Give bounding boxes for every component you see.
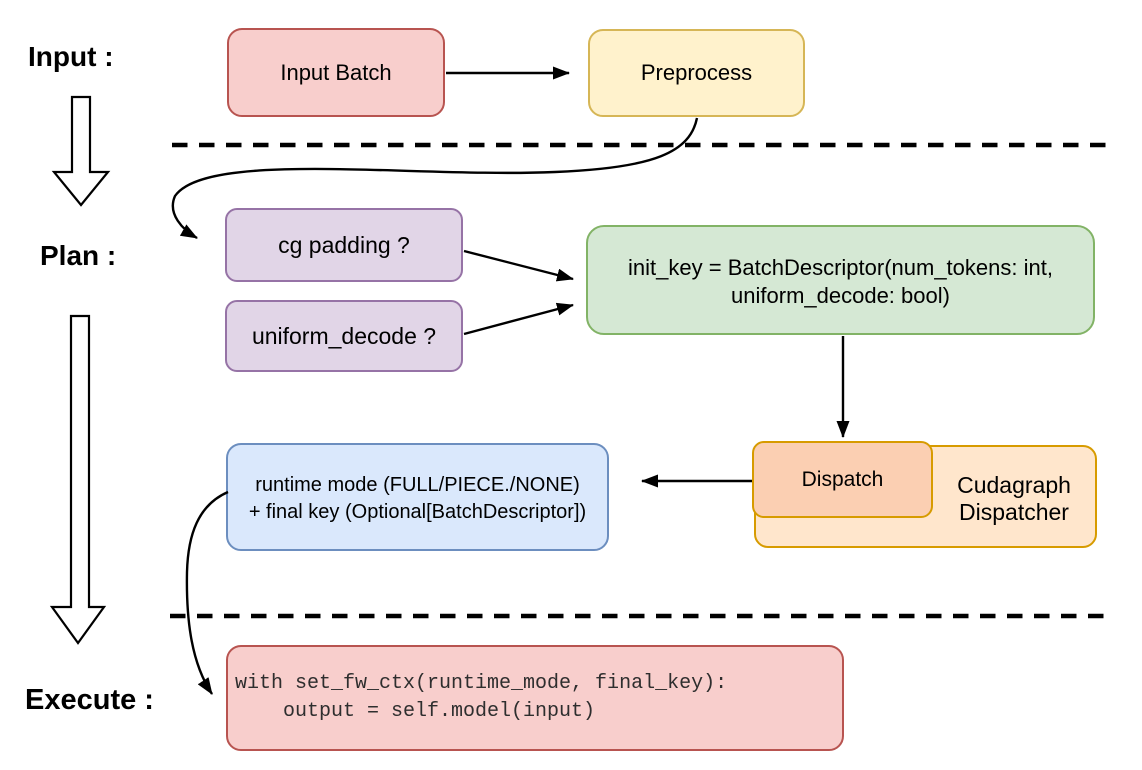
- node-init-key-line2: uniform_decode: bool): [731, 283, 950, 308]
- execute-code-line1: with set_fw_ctx(runtime_mode, final_key)…: [235, 671, 728, 695]
- node-runtime-mode: runtime mode (FULL/PIECE./NONE) + final …: [226, 443, 609, 551]
- stage-label-execute: Execute :: [25, 684, 154, 716]
- node-cg-padding: cg padding ?: [225, 208, 463, 282]
- node-cudagraph-dispatcher-label: Cudagraph Dispatcher: [934, 449, 1094, 548]
- cudagraph-label-line2: Dispatcher: [959, 498, 1069, 525]
- node-init-key-line1: init_key = BatchDescriptor(num_tokens: i…: [628, 255, 1053, 280]
- node-runtime-mode-line1: runtime mode (FULL/PIECE./NONE): [255, 474, 580, 496]
- edge-runtime-mode-to-execute-code: [185, 490, 229, 695]
- node-dispatch-label: Dispatch: [801, 467, 884, 491]
- node-cg-padding-label: cg padding ?: [278, 231, 410, 258]
- stage-label-plan: Plan :: [40, 240, 117, 271]
- node-uniform-decode-label: uniform_decode ?: [251, 322, 437, 349]
- node-uniform-decode: uniform_decode ?: [225, 300, 463, 372]
- hollow-arrow-plan-to-execute-icon: [49, 314, 107, 645]
- edge-cg-padding-to-init-key: [463, 249, 574, 282]
- node-dispatch: Dispatch: [752, 441, 933, 518]
- node-init-key: init_key = BatchDescriptor(num_tokens: i…: [586, 225, 1095, 335]
- edge-uniform-decode-to-init-key: [463, 302, 574, 336]
- cudagraph-label-line1: Cudagraph: [957, 471, 1071, 498]
- node-preprocess-label: Preprocess: [640, 60, 753, 85]
- execute-code-line2: output = self.model(input): [235, 700, 596, 723]
- stage-label-input: Input :: [28, 41, 114, 72]
- node-preprocess: Preprocess: [588, 29, 805, 117]
- node-execute-code: with set_fw_ctx(runtime_mode, final_key)…: [226, 645, 844, 751]
- node-input-batch: Input Batch: [227, 28, 445, 117]
- hollow-arrow-input-to-plan-icon: [51, 95, 111, 207]
- node-input-batch-label: Input Batch: [280, 59, 392, 85]
- node-runtime-mode-line2: + final key (Optional[BatchDescriptor]): [248, 500, 587, 523]
